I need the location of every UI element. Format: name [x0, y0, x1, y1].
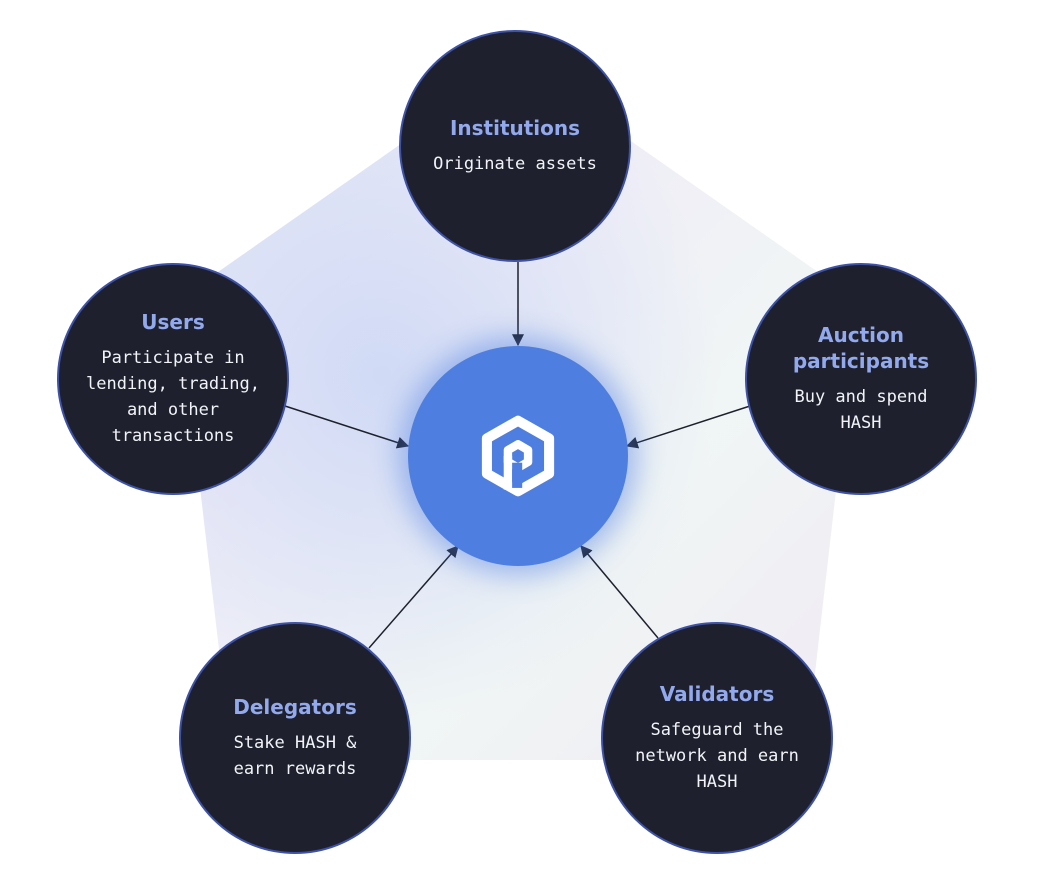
node-institutions: Institutions Originate assets — [399, 30, 631, 262]
node-validators: Validators Safeguard the network and ear… — [601, 622, 833, 854]
arrow-users-to-hub — [284, 405, 410, 449]
arrow-auction-to-hub — [625, 405, 751, 449]
node-description: Originate assets — [433, 154, 597, 174]
node-title: Auction participants — [792, 323, 930, 373]
node-description: Participate in lending, trading, and oth… — [86, 348, 260, 446]
node-title: Institutions — [449, 116, 581, 140]
node-auction-participants: Auction participants Buy and spend HASH — [745, 263, 977, 495]
node-title: Validators — [659, 682, 775, 706]
node-title: Delegators — [233, 695, 357, 719]
provenance-hexagon-logo-icon — [481, 415, 555, 497]
node-description: Stake HASH & earn rewards — [233, 733, 357, 779]
node-delegators: Delegators Stake HASH & earn rewards — [179, 622, 411, 854]
node-description: Buy and spend HASH — [794, 387, 928, 433]
arrow-validators-to-hub — [580, 545, 659, 639]
node-description: Safeguard the network and earn HASH — [635, 720, 799, 792]
hub-circle — [408, 346, 628, 566]
node-title: Users — [141, 310, 205, 334]
arrow-delegators-to-hub — [368, 545, 459, 649]
node-users: Users Participate in lending, trading, a… — [57, 263, 289, 495]
